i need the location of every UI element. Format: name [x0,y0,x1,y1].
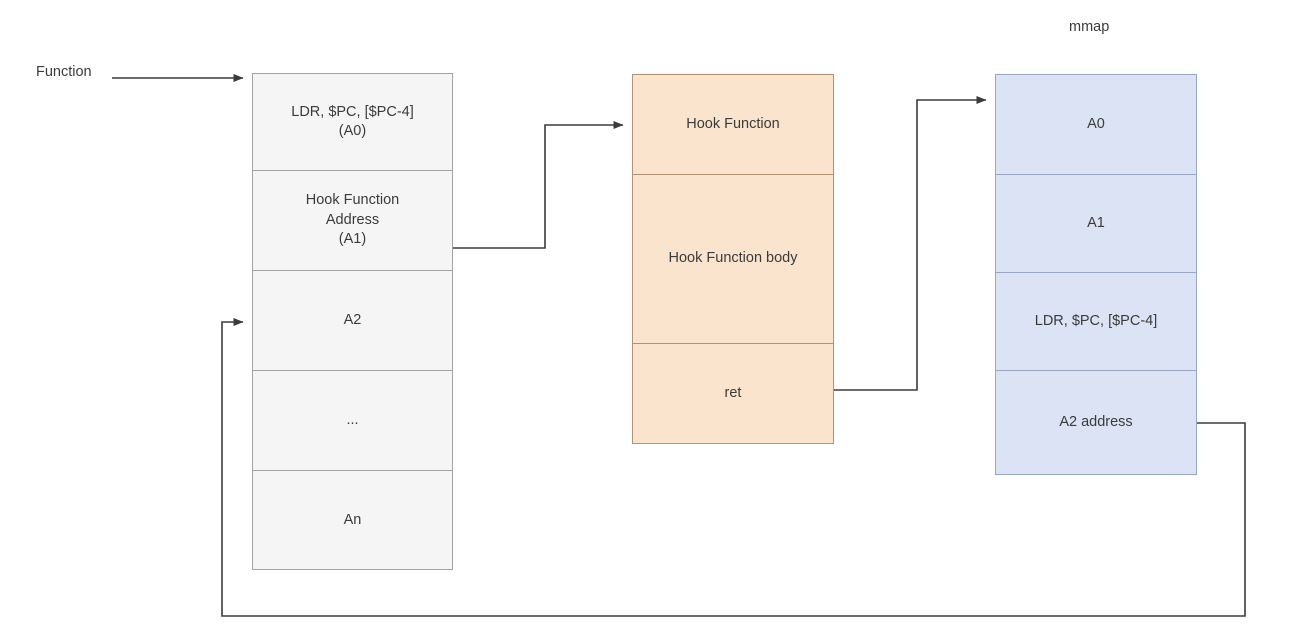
mmap-region-label: mmap [1069,19,1110,35]
original-function-column: LDR, $PC, [$PC-4] (A0) Hook Function Add… [252,73,453,570]
cell-a0: LDR, $PC, [$PC-4] (A0) [253,74,452,171]
cell-hook-function-body: Hook Function body [633,175,833,344]
cell-hook-function-header: Hook Function [633,75,833,176]
connector-ret-to-mmap [834,96,987,391]
connector-a1-to-hook-function [453,121,624,249]
function-entry-label: Function [36,64,92,80]
cell-mmap-a0: A0 [996,75,1196,175]
cell-mmap-ldr: LDR, $PC, [$PC-4] [996,273,1196,371]
hook-function-column: Hook Function Hook Function body ret [632,74,834,444]
cell-a2: A2 [253,271,452,371]
mmap-trampoline-column: A0 A1 LDR, $PC, [$PC-4] A2 address [995,74,1197,475]
cell-an: An [343,511,362,528]
cell-mmap-a2-address: A2 address [1059,413,1133,430]
cell-a1: Hook Function Address (A1) [253,171,452,272]
cell-mmap-a1: A1 [996,175,1196,274]
cell-ellipsis: ... [253,371,452,472]
cell-hook-function-ret: ret [724,384,742,401]
